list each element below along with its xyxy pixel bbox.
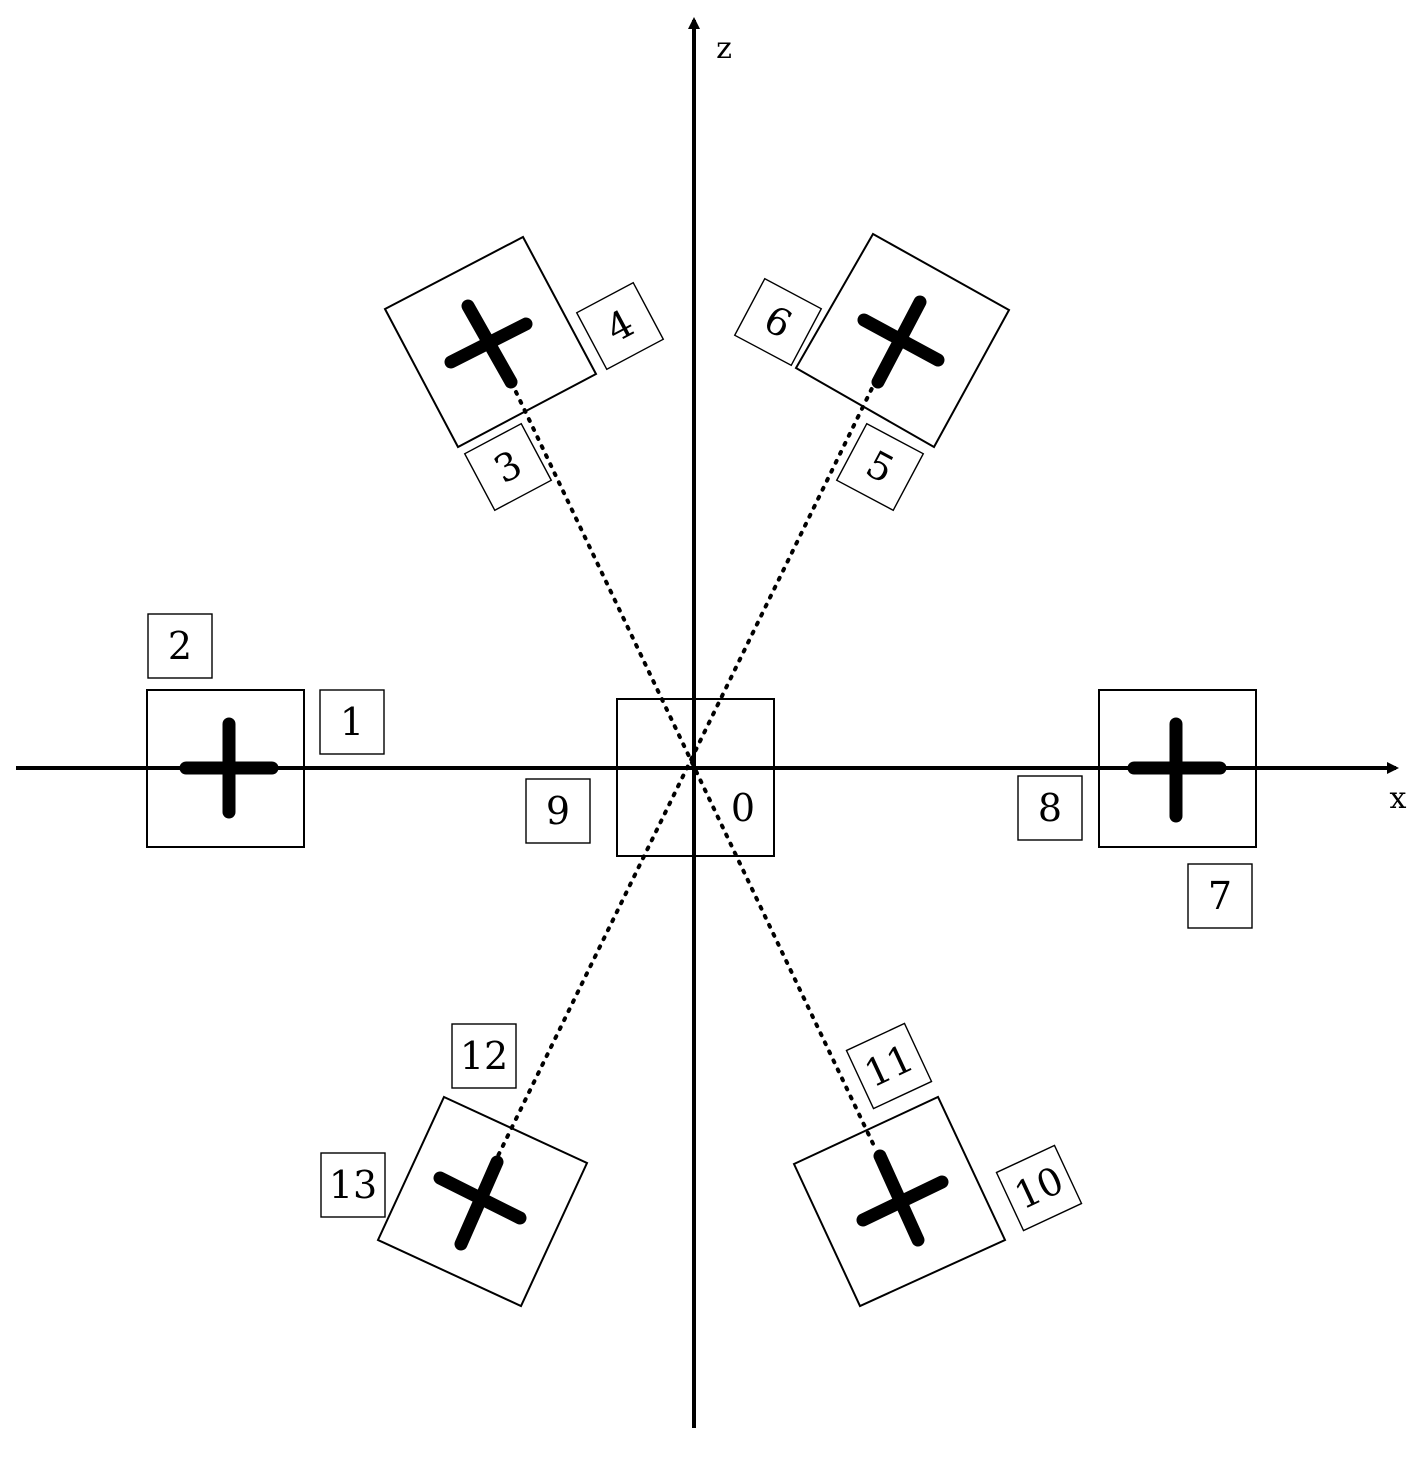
tag-12-text: 12 [460, 1034, 508, 1078]
tag-13-text: 13 [329, 1163, 377, 1207]
unit-lower-right [792, 1095, 1007, 1308]
tag-1-text: 1 [340, 700, 364, 744]
tag-4-box [575, 281, 665, 371]
center-frame [616, 698, 775, 857]
cross-icon [454, 1155, 504, 1251]
tag-7-box [1187, 863, 1253, 929]
tag-5-box [835, 422, 925, 512]
z-axis-label: z [716, 31, 732, 66]
tag-5: 5 [835, 422, 925, 512]
tag-9-text: 9 [546, 789, 570, 833]
tag-6-box [733, 277, 823, 367]
tag-9-box [525, 778, 591, 844]
tag-12-box [451, 1023, 517, 1089]
unit-left [146, 689, 305, 848]
unit-upper-left [383, 235, 598, 449]
unit-upper-right-frame [794, 232, 1011, 449]
tag-13: 13 [320, 1152, 386, 1218]
unit-upper-left-frame [383, 235, 598, 449]
unit-lower-left-frame [376, 1095, 589, 1308]
tag-1: 1 [319, 689, 385, 755]
tag-6: 6 [733, 277, 823, 367]
unit-lower-left [376, 1095, 589, 1308]
unit-lower-right-frame [792, 1095, 1007, 1308]
tag-12: 12 [451, 1023, 517, 1089]
tag-8-text: 8 [1038, 786, 1062, 830]
tag-13-box [320, 1152, 386, 1218]
tag-10: 10 [995, 1144, 1083, 1232]
tag-4: 4 [575, 281, 665, 371]
tag-9: 9 [525, 778, 591, 844]
tag-1-box [319, 689, 385, 755]
x-axis-label: x [1390, 781, 1407, 816]
tag-3-box [463, 422, 553, 512]
unit-left-frame [146, 689, 305, 848]
dotted-line-diagonal-b [494, 378, 878, 1162]
tag-0: 0 [731, 786, 755, 830]
tag-2: 2 [147, 613, 213, 679]
tag-11-box [845, 1022, 933, 1110]
tag-2-box [147, 613, 213, 679]
unit-right [1098, 689, 1257, 848]
unit-right-frame [1098, 689, 1257, 848]
tag-7-text: 7 [1208, 874, 1232, 918]
tag-8: 8 [1017, 775, 1083, 841]
tag-7: 7 [1187, 863, 1253, 929]
tag-2-text: 2 [168, 624, 192, 668]
cross-icon [873, 1149, 925, 1247]
cross-icon [461, 299, 518, 389]
cross-icon [871, 295, 927, 389]
dotted-line-diagonal-a [514, 390, 878, 1152]
tag-3: 3 [463, 422, 553, 512]
unit-upper-right [794, 232, 1011, 449]
tag-10-box [995, 1144, 1083, 1232]
tag-11: 11 [845, 1022, 933, 1110]
tag-0-text: 0 [731, 786, 755, 830]
tag-8-box [1017, 775, 1083, 841]
